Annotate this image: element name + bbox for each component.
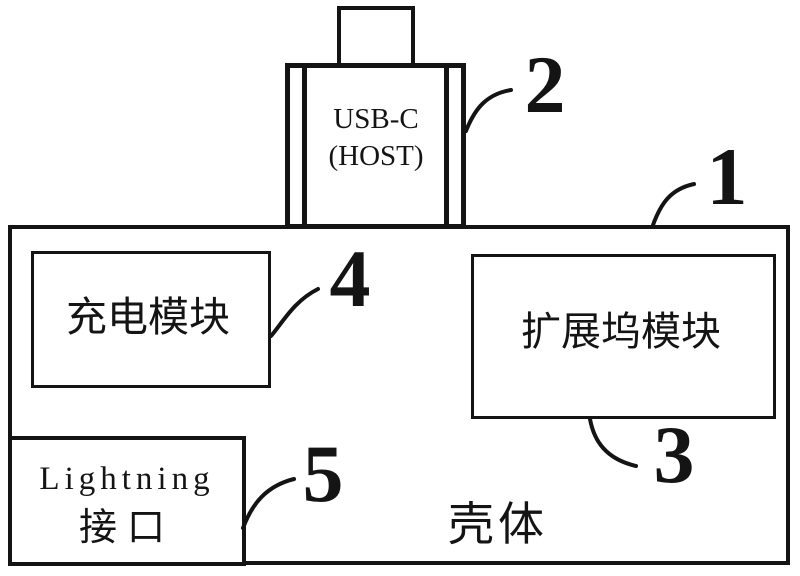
lightning-port-label-line2: 接口 bbox=[78, 507, 175, 549]
housing-label: 壳体 bbox=[448, 499, 548, 550]
ref-number-4: 4 bbox=[329, 233, 371, 324]
lightning-port-label: Lightning 接口 bbox=[12, 455, 242, 553]
usb-c-label: USB-C (HOST) bbox=[307, 101, 445, 175]
dock-module-label: 扩展坞模块 bbox=[521, 309, 721, 354]
usb-c-label-line1: USB-C bbox=[333, 103, 419, 135]
ref-number-5: 5 bbox=[302, 428, 344, 519]
usb-c-plug-tip bbox=[337, 6, 415, 67]
usb-c-connector-body bbox=[285, 63, 466, 229]
ref-number-2: 2 bbox=[524, 39, 566, 130]
lightning-port-label-line1: Lightning bbox=[39, 461, 215, 497]
ref-number-3: 3 bbox=[653, 409, 695, 500]
ref-number-1: 1 bbox=[706, 131, 748, 222]
usb-c-label-line2: (HOST) bbox=[328, 140, 424, 172]
leader-line-1 bbox=[651, 182, 696, 227]
usb-c-right-rail bbox=[444, 67, 449, 225]
leader-line-2 bbox=[464, 88, 513, 133]
charging-module-box bbox=[31, 251, 271, 388]
charging-module-label: 充电模块 bbox=[66, 294, 230, 340]
usb-c-left-rail bbox=[302, 67, 307, 225]
